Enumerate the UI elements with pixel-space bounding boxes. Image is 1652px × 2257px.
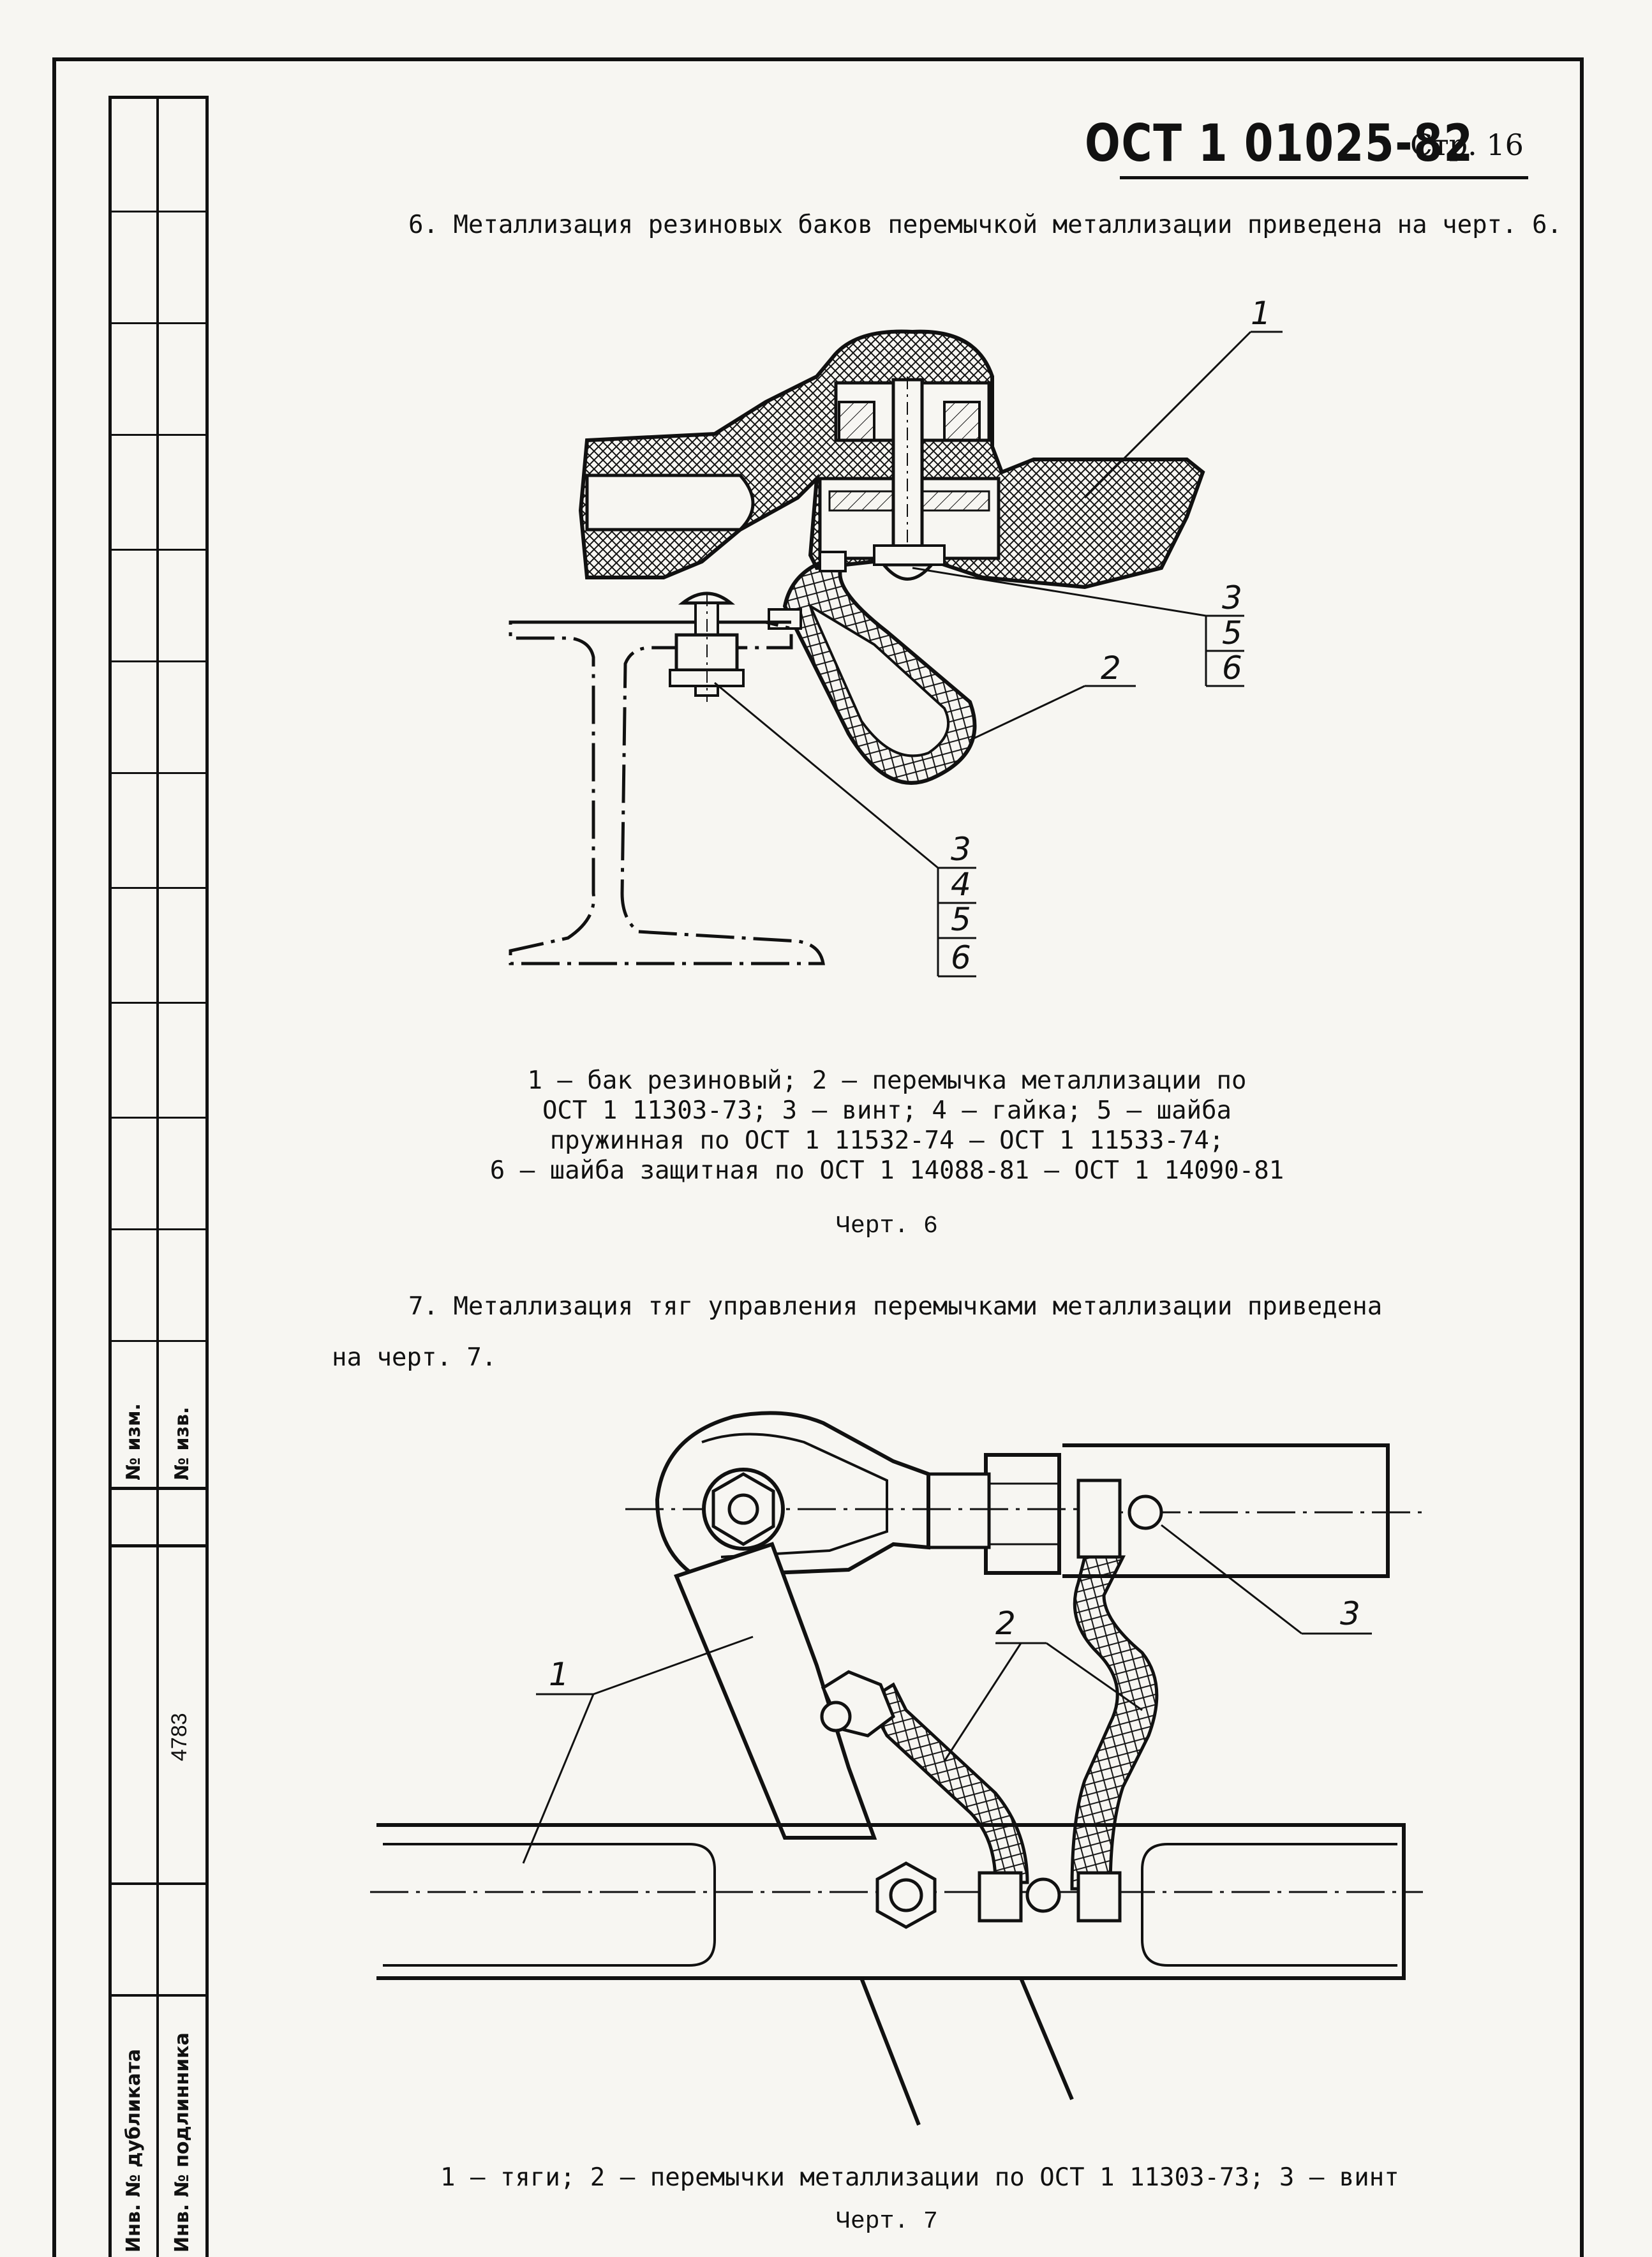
figure-6-caption: 1 – бак резиновый; 2 – перемычка металли… (185, 1066, 1589, 1186)
section-6-text: 6. Металлизация резиновых баков перемычк… (408, 211, 1562, 239)
callout-6-top: 6 (1222, 650, 1242, 687)
callout-2: 2 (1101, 650, 1121, 687)
page-frame (52, 57, 1584, 2257)
callout-3-bottom: 3 (951, 831, 971, 868)
callout-5-top: 5 (1222, 615, 1242, 652)
caption-line: ОСТ 1 11303-73; 3 – винт; 4 – гайка; 5 –… (542, 1096, 1232, 1125)
callout-3-top: 3 (1222, 579, 1242, 616)
caption-line: 6 – шайба защитная по ОСТ 1 14088-81 – О… (489, 1156, 1284, 1185)
callout-6-bottom: 6 (951, 939, 971, 976)
section-7-line-2: на черт. 7. (332, 1343, 497, 1372)
bonding-jumper-left (865, 1682, 1029, 1884)
callout-4-bottom: 4 (951, 866, 971, 903)
header-rule (1120, 176, 1528, 179)
callout-1: 1 (1251, 295, 1271, 332)
figure-7-label: Черт. 7 (836, 2208, 938, 2235)
document-code: ОСТ 1 01025-82 (1085, 114, 1474, 173)
caption-line: 1 – бак резиновый; 2 – перемычка металли… (527, 1066, 1247, 1095)
section-7-line-1: 7. Металлизация тяг управления перемычка… (408, 1292, 1383, 1321)
bonding-jumper-right (1070, 1555, 1159, 1891)
caption-line: пружинная по ОСТ 1 11532-74 – ОСТ 1 1153… (549, 1126, 1224, 1155)
i-beam-profile (509, 620, 825, 965)
callout-fig7-1: 1 (549, 1656, 569, 1693)
figure-6-label: Черт. 6 (836, 1212, 938, 1240)
figure-7-caption: 1 – тяги; 2 – перемычки металлизации по … (440, 2163, 1399, 2192)
callout-fig7-3: 3 (1340, 1595, 1360, 1632)
callout-fig7-2: 2 (995, 1605, 1016, 1642)
page-number: Стр. 16 (1410, 128, 1524, 162)
callout-5-bottom: 5 (951, 901, 971, 938)
